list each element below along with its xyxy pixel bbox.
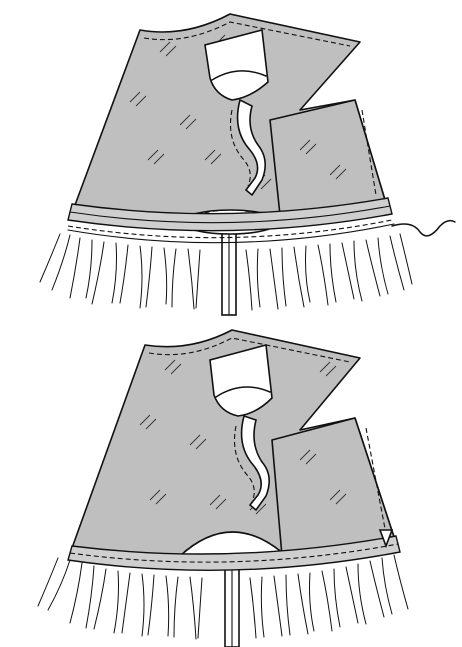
- bottom-fabric-flap: [272, 418, 395, 556]
- top-thread: [392, 221, 455, 236]
- top-fabric-flap: [270, 100, 385, 215]
- bottom-panel: [38, 330, 408, 647]
- top-panel: [40, 14, 455, 315]
